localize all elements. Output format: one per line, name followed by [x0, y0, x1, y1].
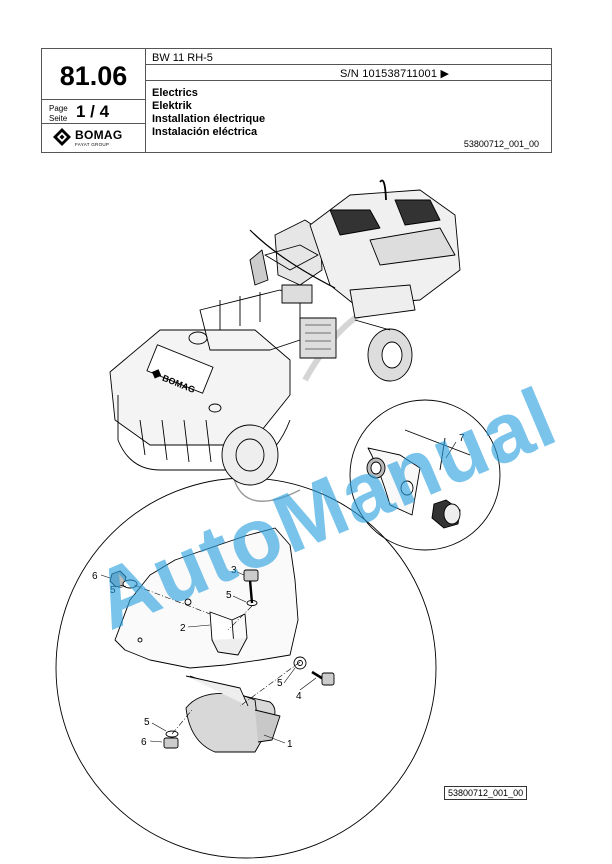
callout-3: 3 — [231, 565, 237, 576]
group-number: 81.06 — [59, 61, 128, 91]
header-rule — [42, 99, 145, 100]
callout-5-right: 5 — [277, 678, 283, 689]
callout-6-bottom: 6 — [141, 737, 147, 748]
roller-machine — [109, 179, 461, 486]
page-label: Page Seite — [49, 104, 68, 124]
bomag-logo: BOMAG FAYAT GROUP — [52, 127, 142, 149]
page-label-en: Page — [49, 104, 68, 113]
detail-small-contents — [366, 429, 471, 529]
section-titles: Electrics Elektrik Installation électriq… — [152, 87, 265, 139]
callout-5-top: 5 — [110, 585, 116, 596]
callout-5-bottom: 5 — [144, 717, 150, 728]
logo-subtitle: FAYAT GROUP — [75, 142, 110, 147]
header-rule — [42, 123, 145, 124]
footer-document-reference: 53800712_001_00 — [444, 786, 528, 800]
callout-4: 4 — [296, 691, 302, 702]
header-rule — [145, 80, 551, 81]
header-rule — [145, 64, 551, 65]
leader-lines — [100, 441, 457, 744]
title-es: Instalación eléctrica — [152, 126, 258, 138]
callout-1: 1 — [287, 739, 293, 750]
page-number: 1 / 4 — [76, 102, 110, 121]
logo-brand: BOMAG — [75, 128, 123, 142]
model-name: BW 11 RH-5 — [152, 52, 213, 64]
header-block: BW 11 RH-5 S/N 101538711001 ▶ Electrics … — [41, 48, 552, 153]
header-divider — [145, 49, 146, 152]
detail-circle-small — [349, 399, 501, 551]
callout-2: 2 — [180, 623, 186, 634]
title-en: Electrics — [152, 87, 198, 99]
detail-large-contents — [109, 527, 335, 753]
document-reference: 53800712_001_00 — [463, 139, 539, 149]
callout-6-top: 6 — [92, 571, 98, 582]
callout-5-bolt: 5 — [226, 590, 232, 601]
bomag-diamond-icon — [53, 128, 71, 146]
page-label-de: Seite — [49, 114, 68, 123]
title-de: Elektrik — [152, 100, 192, 112]
serial-number: S/N 101538711001 ▶ — [340, 68, 450, 80]
title-fr: Installation électrique — [152, 113, 266, 125]
callout-7: 7 — [459, 433, 465, 444]
